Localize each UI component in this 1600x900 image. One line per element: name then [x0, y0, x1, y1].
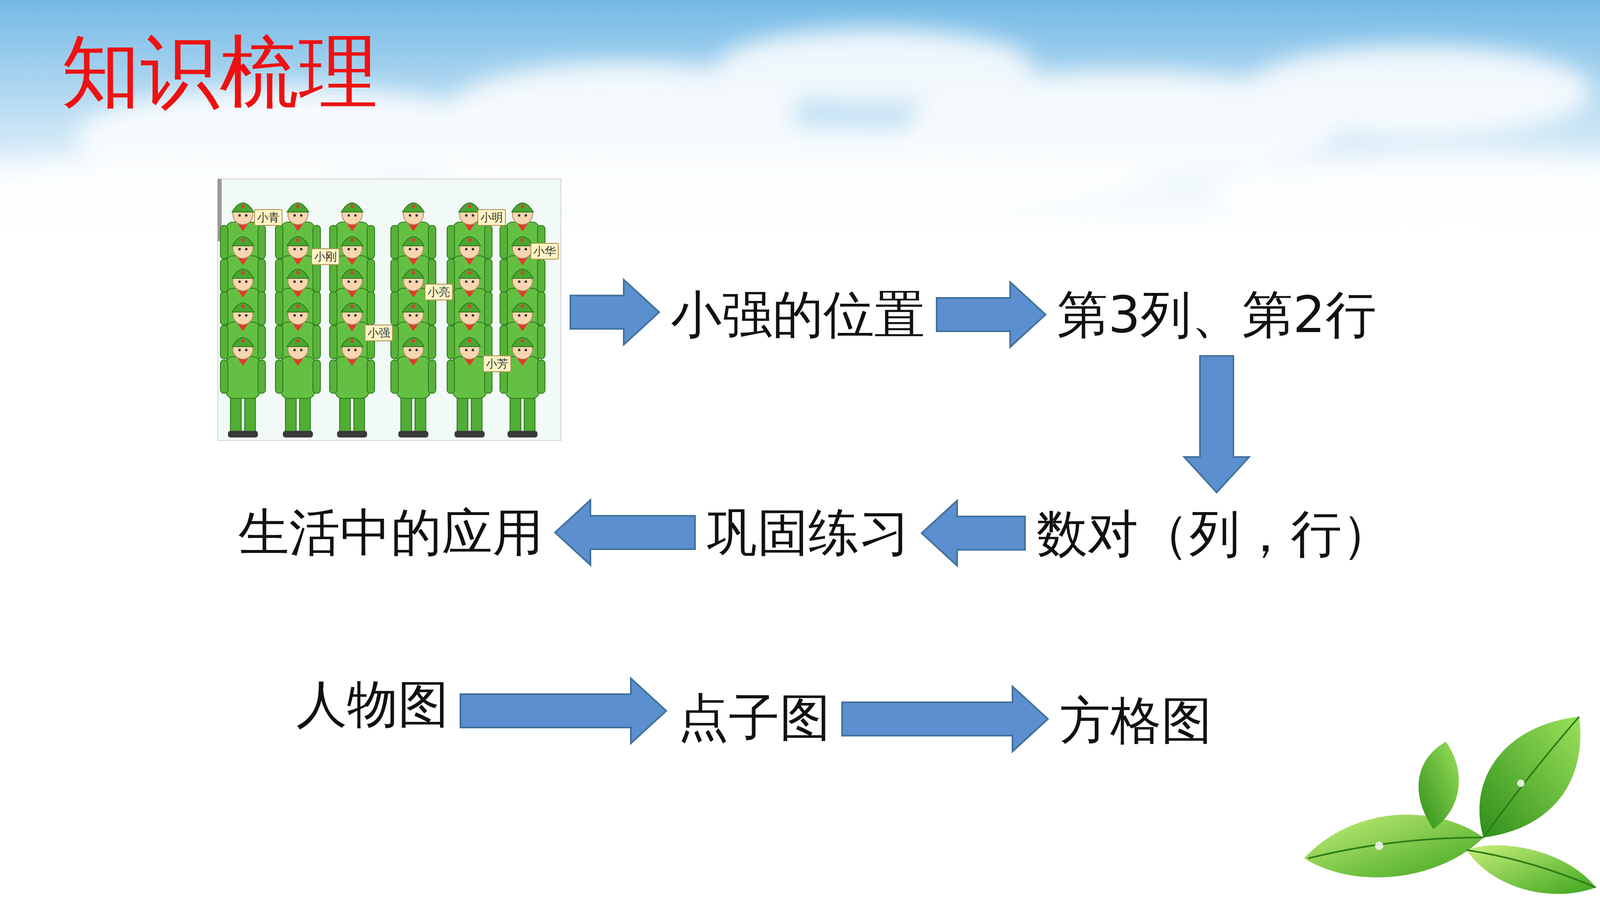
soldier-figure	[447, 236, 493, 298]
step-text: 人物图	[296, 673, 449, 735]
flow-step: 数对（列，行）	[1034, 501, 1395, 566]
step-text: 数对（列，行）	[1036, 503, 1393, 565]
name-tag: 小华	[530, 242, 559, 260]
block-arrow	[936, 282, 1046, 348]
flow-step: 巩固练习	[704, 500, 913, 565]
soldier-figure	[329, 236, 375, 298]
soldier-figure	[447, 337, 493, 438]
block-arrow	[555, 500, 695, 565]
soldier-figure	[447, 302, 493, 364]
flow-step: 人物图	[293, 672, 452, 737]
step-text: 小强的位置	[670, 284, 925, 345]
block-arrow	[921, 500, 1025, 566]
flow-step: 点子图	[675, 685, 833, 750]
soldier-figure	[500, 302, 545, 364]
soldier-figure	[220, 236, 266, 298]
soldier-figure	[500, 337, 545, 438]
soldier-figure	[329, 269, 375, 330]
soldier-figure	[220, 337, 266, 438]
name-tag: 小亮	[424, 283, 453, 301]
step-text: 方格图	[1059, 690, 1213, 751]
soldier-figure	[390, 302, 436, 364]
soldier-figure	[275, 337, 321, 438]
soldier-figure	[390, 337, 436, 438]
name-tag: 小芳	[482, 355, 512, 373]
leaves	[1304, 716, 1596, 895]
soldier-figure	[220, 269, 266, 330]
soldier-figure	[390, 202, 436, 264]
name-tag: 小明	[477, 209, 506, 226]
block-arrow	[842, 686, 1048, 752]
illustration-frame: 小青 小明小华 小刚小亮小强小芳	[217, 178, 562, 441]
soldier-figure	[329, 337, 375, 438]
block-arrow	[570, 279, 660, 345]
block-arrow	[460, 678, 667, 744]
soldier-figure	[220, 302, 266, 364]
soldier-figure	[500, 269, 545, 330]
step-text: 巩固练习	[706, 502, 910, 563]
name-tag: 小强	[364, 324, 393, 342]
soldier-figure	[275, 302, 321, 364]
block-arrow	[1184, 355, 1250, 493]
step-text: 生活中的应用	[238, 502, 544, 563]
soldier-figure	[275, 236, 321, 298]
step-text: 点子图	[677, 687, 831, 748]
slide-title: 知识梳理	[61, 29, 378, 117]
flow-step: 小强的位置	[668, 282, 928, 347]
flow-step: 方格图	[1057, 688, 1215, 753]
flow-step: 第3列、第2行	[1054, 282, 1379, 347]
step-text: 第3列、第2行	[1057, 284, 1376, 345]
name-tag: 小青	[254, 209, 283, 226]
name-tag: 小刚	[311, 248, 340, 265]
soldier-figure	[275, 269, 321, 330]
soldier-figure	[447, 269, 493, 330]
flow-step: 生活中的应用	[235, 500, 546, 565]
